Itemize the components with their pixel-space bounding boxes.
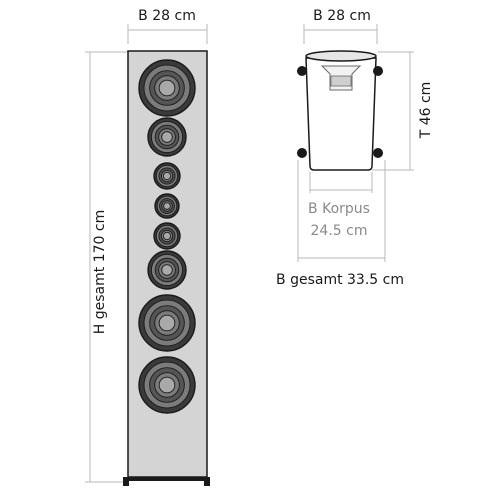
foot-front-right [373,66,383,76]
driver-midrange [147,250,187,290]
front-width-label: B 28 cm [138,8,196,24]
top-view-cabinet [305,57,377,171]
driver-woofer [138,294,196,352]
driver-magnet-icon [330,75,352,87]
driver-midrange [147,117,187,157]
body-width-label-line2: 24.5 cm [311,223,368,239]
driver-stack [138,59,196,414]
top-width-label: B 28 cm [313,8,371,24]
front-height-label: H gesamt 170 cm [92,210,108,334]
foot-right [204,481,210,486]
driver-woofer [138,356,196,414]
driver-ring [163,202,171,210]
driver-small [153,162,181,190]
foot-front-left [297,66,307,76]
body-width-label-line1: B Korpus [308,201,370,217]
body-width-dimension: B Korpus 24.5 cm [308,172,373,239]
front-view: B 28 cm H gesamt 170 cm [85,8,210,486]
top-view-baffle [305,50,377,62]
front-width-dimension: B 28 cm [127,8,208,44]
top-view: B 28 cm T 46 cm B Korpus 24.5 cm B gesam… [276,8,434,288]
top-width-dimension: B 28 cm [303,8,378,44]
driver-tweeter [154,193,180,219]
driver-ring [162,231,172,241]
front-height-dimension: H gesamt 170 cm [85,51,128,483]
top-view-speaker [297,50,383,171]
foot-rear-right [373,148,383,158]
driver-ring [161,264,173,276]
cabinet-plinth [123,477,210,481]
driver-small [153,222,181,250]
driver-ring [162,171,172,181]
driver-ring [161,131,173,143]
driver-ring [158,79,176,97]
foot-rear-left [297,148,307,158]
driver-ring [158,314,176,332]
driver-ring [158,376,176,394]
depth-label: T 46 cm [418,82,434,140]
driver-woofer [138,59,196,117]
total-width-label: B gesamt 33.5 cm [276,272,404,288]
foot-left [123,481,129,486]
total-width-dimension: B gesamt 33.5 cm [276,160,404,288]
depth-dimension: T 46 cm [372,51,434,171]
